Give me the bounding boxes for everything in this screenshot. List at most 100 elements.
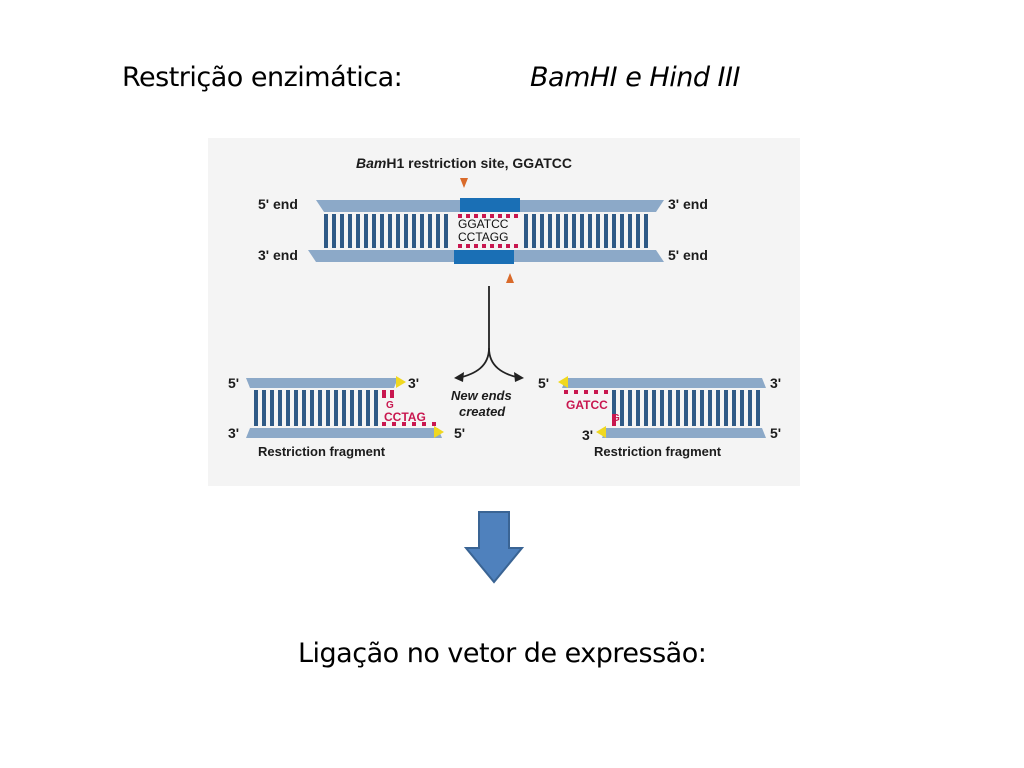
base-pair-rung — [564, 390, 568, 394]
down-arrow-icon — [463, 511, 525, 584]
base-pair-rung — [286, 390, 290, 426]
base-pair-rung — [548, 214, 552, 248]
base-pair-rung — [474, 244, 478, 248]
left-frag-bottom-left: 3' — [228, 425, 239, 441]
left-frag-rungs — [254, 390, 436, 426]
site-top-sequence: GGATCC — [458, 217, 509, 231]
base-pair-rung — [270, 390, 274, 426]
base-pair-rung — [324, 214, 328, 248]
right-frag-caption: Restriction fragment — [594, 444, 722, 459]
base-pair-rung — [700, 390, 704, 426]
right-sticky-end-top — [558, 376, 568, 388]
base-pair-rung — [652, 390, 656, 426]
top-left-end-label: 5' end — [258, 196, 298, 212]
base-pair-rung — [482, 244, 486, 248]
base-pair-rung — [612, 214, 616, 248]
base-pair-rung — [574, 390, 578, 394]
base-pair-rung — [432, 422, 436, 426]
bamhi-restriction-figure: BamH1 restriction site, GGATCC GGATCC CC… — [208, 138, 800, 486]
base-pair-rung — [444, 214, 448, 248]
base-pair-rung — [466, 214, 470, 218]
base-pair-rung — [366, 390, 370, 426]
full-duplex: GGATCC CCTAGG — [308, 198, 664, 264]
base-pair-rung — [380, 214, 384, 248]
base-pair-rung — [506, 244, 510, 248]
site-highlight-top — [460, 198, 520, 212]
base-pair-rung — [716, 390, 720, 426]
base-pair-rung — [358, 390, 362, 426]
base-pair-rung — [636, 214, 640, 248]
bottom-left-end-label: 3' end — [258, 247, 298, 263]
base-pair-rung — [660, 390, 664, 426]
right-frag-top-strand — [562, 378, 766, 388]
base-pair-rung — [420, 214, 424, 248]
base-pair-rung — [262, 390, 266, 426]
left-split-arrowhead — [454, 372, 464, 382]
bottom-cut-marker — [506, 273, 514, 283]
base-pair-rung — [340, 214, 344, 248]
base-pair-rung — [556, 214, 560, 248]
base-pair-rung — [388, 214, 392, 248]
base-pair-rung — [342, 390, 346, 426]
left-fragment: G CCTAG 5' 3' 3' 5' Restriction fragment — [228, 375, 465, 459]
full-duplex-rungs — [324, 214, 648, 248]
base-pair-rung — [580, 214, 584, 248]
base-pair-rung — [390, 390, 394, 398]
left-frag-caption: Restriction fragment — [258, 444, 386, 459]
base-pair-rung — [348, 214, 352, 248]
base-pair-rung — [412, 422, 416, 426]
site-heading: BamH1 restriction site, GGATCC — [356, 155, 572, 171]
top-cut-marker — [460, 178, 468, 188]
left-frag-top-right: 3' — [408, 375, 419, 391]
right-frag-top-right: 3' — [770, 375, 781, 391]
left-frag-top-left: 5' — [228, 375, 239, 391]
right-frag-seq: GATCC — [566, 398, 608, 412]
right-sticky-end-bottom — [596, 426, 606, 438]
base-pair-rung — [644, 214, 648, 248]
base-pair-rung — [332, 214, 336, 248]
base-pair-rung — [604, 214, 608, 248]
base-pair-rung — [356, 214, 360, 248]
base-pair-rung — [506, 214, 510, 218]
slide-title: Restrição enzimática: — [122, 62, 403, 93]
top-right-end-label: 3' end — [668, 196, 708, 212]
base-pair-rung — [334, 390, 338, 426]
base-pair-rung — [294, 390, 298, 426]
ligation-text: Ligação no vetor de expressão: — [298, 638, 707, 669]
left-frag-bottom-strand — [246, 428, 442, 438]
base-pair-rung — [474, 214, 478, 218]
base-pair-rung — [374, 390, 378, 426]
base-pair-rung — [644, 390, 648, 426]
right-frag-top-left: 5' — [538, 375, 549, 391]
base-pair-rung — [498, 214, 502, 218]
bottom-right-end-label: 5' end — [668, 247, 708, 263]
base-pair-rung — [458, 214, 462, 218]
base-pair-rung — [466, 244, 470, 248]
base-pair-rung — [584, 390, 588, 394]
base-pair-rung — [724, 390, 728, 426]
base-pair-rung — [748, 390, 752, 426]
left-frag-seq: CCTAG — [384, 410, 426, 424]
base-pair-rung — [412, 214, 416, 248]
base-pair-rung — [490, 244, 494, 248]
base-pair-rung — [372, 214, 376, 248]
base-pair-rung — [514, 244, 518, 248]
base-pair-rung — [692, 390, 696, 426]
split-arrows — [457, 286, 521, 379]
base-pair-rung — [382, 390, 386, 398]
enzyme-names: BamHI e Hind III — [530, 62, 740, 93]
base-pair-rung — [524, 214, 528, 248]
base-pair-rung — [708, 390, 712, 426]
base-pair-rung — [428, 214, 432, 248]
left-sticky-end-bottom — [434, 426, 444, 438]
new-ends-text-line1: New ends — [451, 388, 512, 403]
site-bottom-sequence: CCTAGG — [458, 230, 508, 244]
base-pair-rung — [392, 422, 396, 426]
base-pair-rung — [612, 390, 616, 426]
base-pair-rung — [540, 214, 544, 248]
right-split-arrowhead — [514, 372, 524, 382]
base-pair-rung — [564, 214, 568, 248]
base-pair-rung — [684, 390, 688, 426]
base-pair-rung — [382, 422, 386, 426]
base-pair-rung — [326, 390, 330, 426]
